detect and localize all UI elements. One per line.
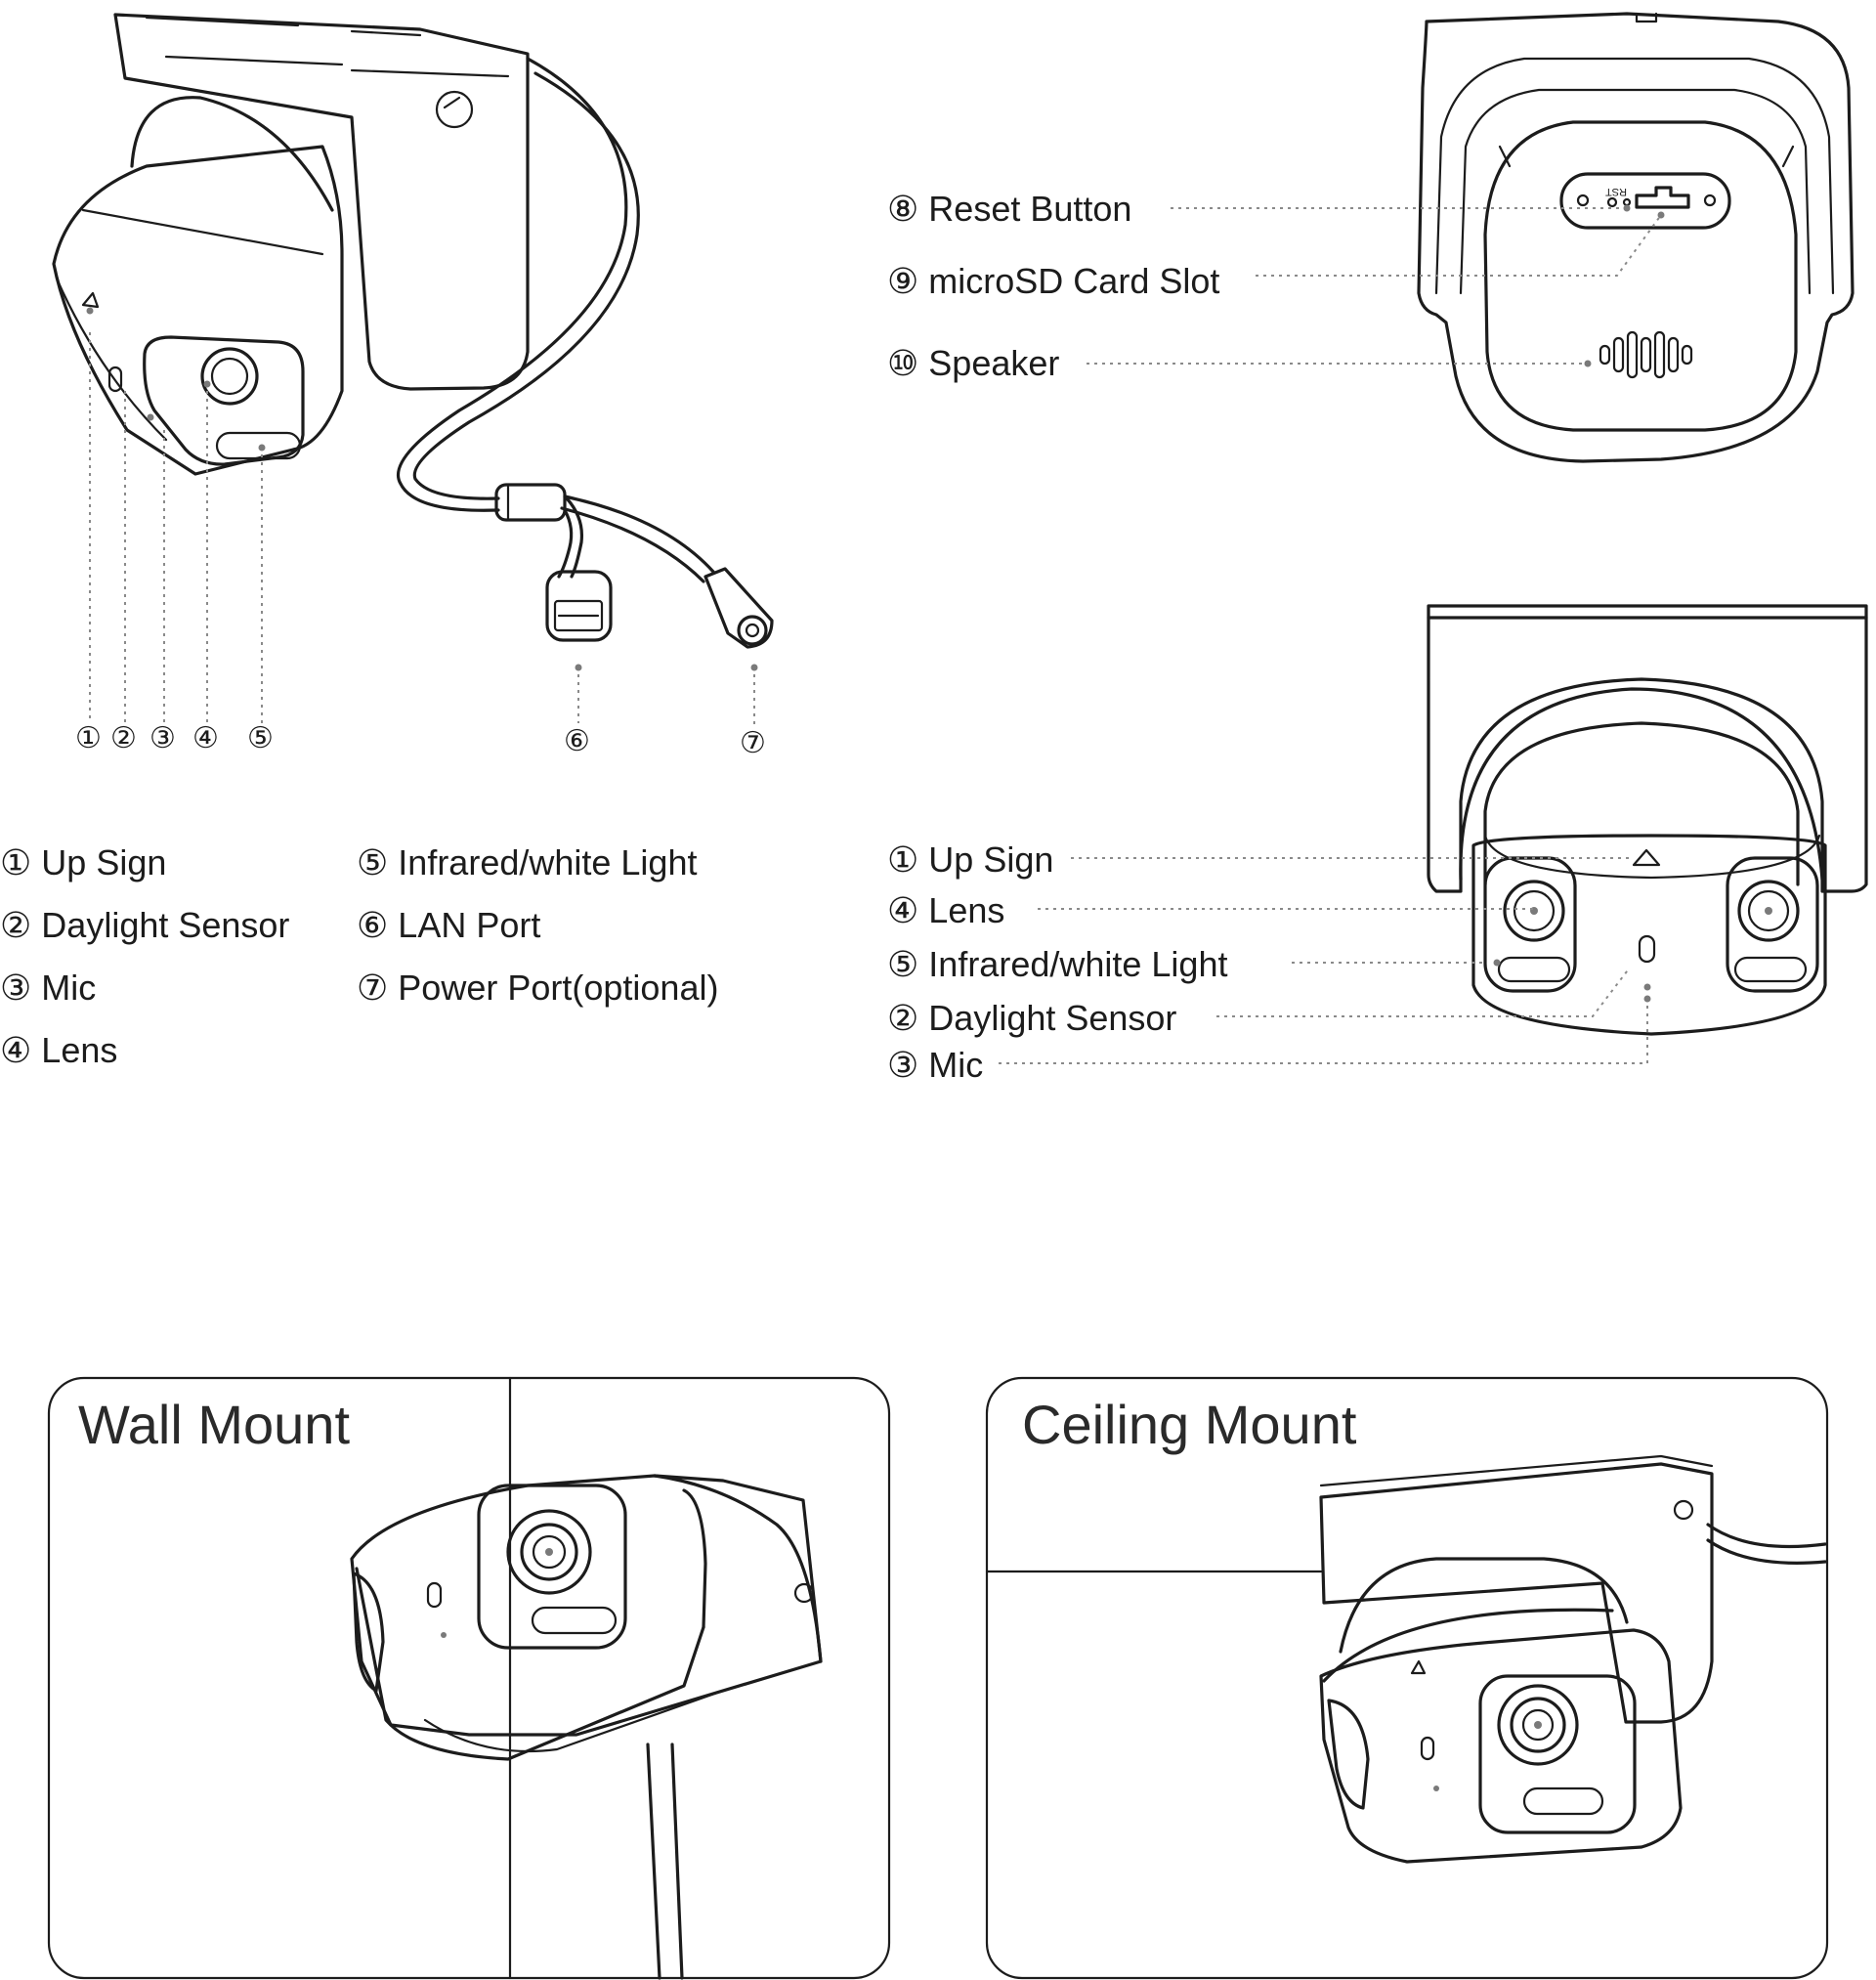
- side-view-camera: [52, 13, 774, 649]
- label-num: ②: [887, 998, 919, 1038]
- legend-text: Daylight Sensor: [41, 905, 290, 945]
- label-microsd-slot: ⑨ microSD Card Slot: [887, 264, 1219, 299]
- legend-num: ④: [0, 1030, 32, 1070]
- ceiling-mount-title: Ceiling Mount: [1022, 1394, 1357, 1455]
- legend-item-daylight-sensor: ② Daylight Sensor: [0, 908, 289, 943]
- legend-text: Lens: [41, 1030, 118, 1070]
- callout-2: ②: [110, 722, 137, 754]
- label-text: Mic: [928, 1045, 984, 1085]
- label-reset-button: ⑧ Reset Button: [887, 192, 1131, 227]
- label-num: ⑧: [887, 189, 919, 229]
- label-infrared-light: ⑤ Infrared/white Light: [887, 947, 1227, 982]
- legend-item-up-sign: ① Up Sign: [0, 845, 166, 881]
- label-text: Up Sign: [928, 839, 1054, 880]
- label-up-sign: ① Up Sign: [887, 842, 1053, 878]
- callout-7: ⑦: [740, 727, 766, 759]
- wall-mount-panel: [47, 1376, 891, 1980]
- legend-text: Power Port(optional): [398, 968, 719, 1008]
- label-text: Reset Button: [928, 189, 1132, 229]
- label-text: Infrared/white Light: [928, 944, 1228, 984]
- legend-text: Mic: [41, 968, 97, 1008]
- front-view-leaders: [999, 857, 1651, 1064]
- legend-num: ⑥: [357, 905, 389, 945]
- label-num: ⑨: [887, 261, 919, 301]
- legend-item-mic: ③ Mic: [0, 970, 96, 1006]
- label-mic: ③ Mic: [887, 1048, 983, 1083]
- wall-mount-title: Wall Mount: [78, 1394, 351, 1455]
- bottom-view-leaders: [1087, 204, 1665, 367]
- label-num: ⑤: [887, 944, 919, 984]
- callout-5: ⑤: [247, 722, 274, 754]
- legend-item-infrared-light: ⑤ Infrared/white Light: [357, 845, 697, 881]
- ceiling-mount-panel: [985, 1376, 1829, 1980]
- side-view-leaders: [86, 307, 758, 725]
- legend-num: ⑤: [357, 842, 389, 882]
- callout-1: ①: [75, 722, 102, 754]
- label-lens: ④ Lens: [887, 893, 1004, 928]
- legend-item-lens: ④ Lens: [0, 1033, 117, 1068]
- label-num: ①: [887, 839, 919, 880]
- front-view-camera: [1427, 604, 1868, 1036]
- label-text: microSD Card Slot: [928, 261, 1220, 301]
- legend-item-lan-port: ⑥ LAN Port: [357, 908, 540, 943]
- legend-num: ①: [0, 842, 32, 882]
- callout-6: ⑥: [564, 725, 590, 757]
- label-num: ③: [887, 1045, 919, 1085]
- legend-item-power-port: ⑦ Power Port(optional): [357, 970, 718, 1006]
- callout-4: ④: [192, 722, 219, 754]
- legend-text: Up Sign: [41, 842, 167, 882]
- legend-num: ②: [0, 905, 32, 945]
- legend-text: Infrared/white Light: [398, 842, 698, 882]
- legend-num: ③: [0, 968, 32, 1008]
- label-num: ⑩: [887, 343, 919, 383]
- legend-text: LAN Port: [398, 905, 541, 945]
- label-text: Daylight Sensor: [928, 998, 1177, 1038]
- label-text: Speaker: [928, 343, 1060, 383]
- callout-3: ③: [149, 722, 176, 754]
- label-text: Lens: [928, 890, 1005, 930]
- label-num: ④: [887, 890, 919, 930]
- legend-num: ⑦: [357, 968, 389, 1008]
- bottom-view-camera: [1417, 12, 1855, 463]
- rst-marking: RST: [1605, 186, 1627, 197]
- label-speaker: ⑩ Speaker: [887, 346, 1059, 381]
- label-daylight-sensor: ② Daylight Sensor: [887, 1001, 1176, 1036]
